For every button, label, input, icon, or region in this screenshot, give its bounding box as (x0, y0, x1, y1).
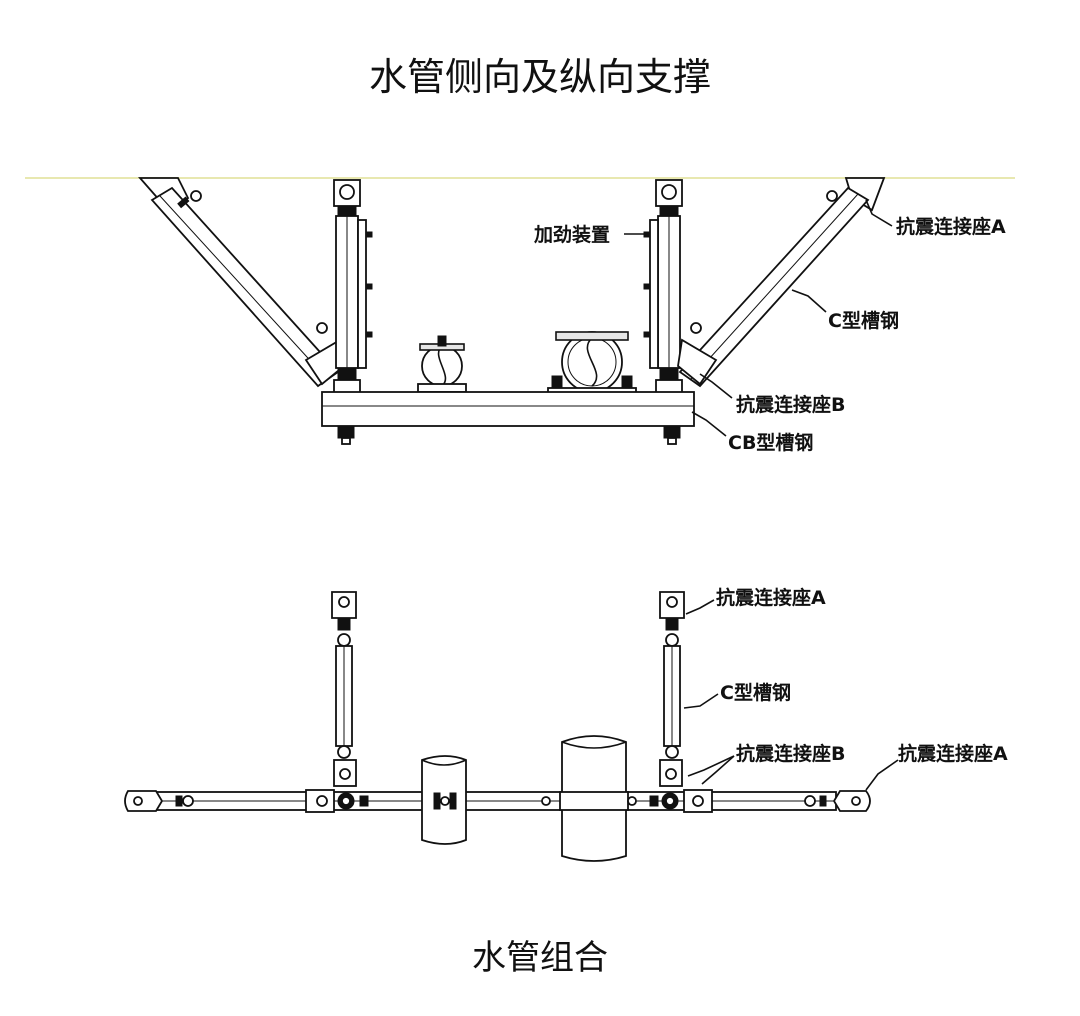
bottom-callouts (683, 599, 899, 791)
bottom-title: 水管组合 (472, 938, 608, 978)
left-vertical-brace (333, 179, 373, 395)
small-pipe-plan (421, 755, 467, 845)
left-plan-vertical (305, 591, 369, 813)
right-vertical-brace (643, 179, 683, 395)
top-title: 水管侧向及纵向支撑 (368, 55, 711, 99)
label-seat-b-top: 抗震连接座B (736, 393, 845, 416)
left-diagonal-brace (138, 177, 345, 388)
large-pipe-clamp (547, 331, 637, 395)
label-reinforcement: 加劲装置 (533, 223, 610, 246)
cb-channel (321, 391, 695, 445)
right-diagonal-brace (677, 177, 886, 388)
right-end-seat (804, 790, 871, 812)
small-pipe-clamp (417, 335, 467, 393)
label-seat-a-top: 抗震连接座A (896, 215, 1006, 238)
right-plan-vertical (649, 591, 713, 813)
plan-view: 抗震连接座A C型槽钢 抗震连接座B 抗震连接座A (124, 586, 1008, 862)
main-channel (155, 791, 837, 811)
top-callouts (624, 199, 893, 437)
label-c-channel-top: C型槽钢 (828, 309, 899, 332)
label-seat-a-upper: 抗震连接座A (716, 586, 826, 609)
label-seat-b-bottom: 抗震连接座B (736, 742, 845, 765)
side-view: 加劲装置 抗震连接座A C型槽钢 抗震连接座B CB型槽钢 (25, 177, 1015, 454)
large-pipe-plan (541, 735, 637, 862)
label-cb-channel: CB型槽钢 (728, 431, 813, 454)
label-seat-a-right: 抗震连接座A (898, 742, 1008, 765)
left-end-seat (124, 790, 194, 812)
label-c-channel-bottom: C型槽钢 (720, 681, 791, 704)
